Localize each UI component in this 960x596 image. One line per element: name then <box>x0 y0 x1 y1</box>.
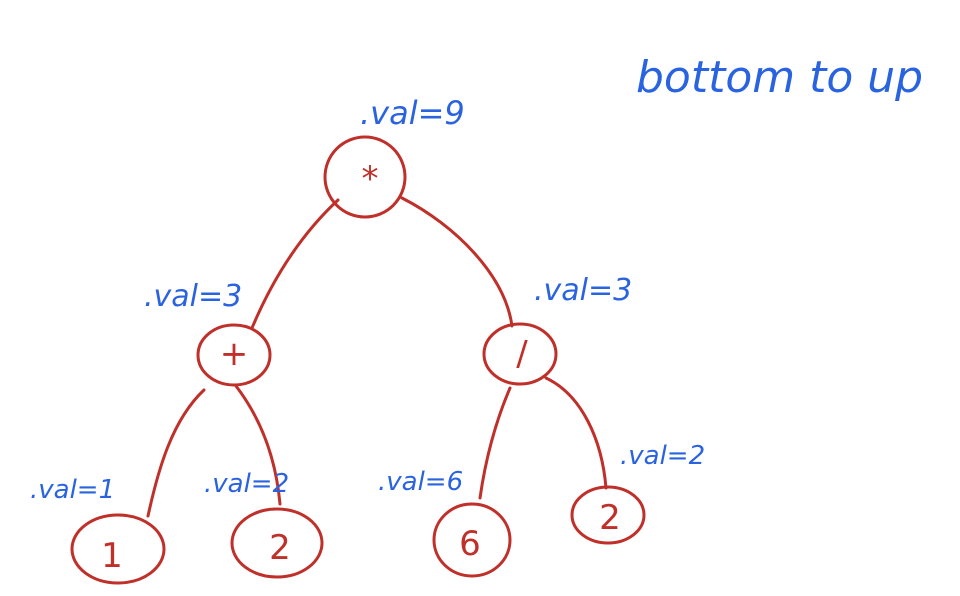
node-right-ring <box>482 322 558 386</box>
node-left-label: + <box>220 334 249 374</box>
node-leaf-3-label: 6 <box>459 524 481 564</box>
node-leaf-4: 2 <box>570 485 646 545</box>
node-leaf-1-ring <box>70 513 166 585</box>
node-left: + <box>196 323 272 387</box>
val-label-left: .val=3 <box>144 279 242 314</box>
node-leaf-2: 2 <box>230 507 324 579</box>
node-leaf-1: 1 <box>70 513 166 585</box>
node-leaf-4-label: 2 <box>599 498 621 538</box>
val-label-leaf-1: .val=1 <box>30 475 115 505</box>
node-right-label: / <box>516 334 528 374</box>
edge-left-leaf1 <box>146 388 206 518</box>
node-leaf-4-ring <box>570 485 646 545</box>
edge-root-left <box>250 198 340 330</box>
edge-right-leaf4 <box>544 376 608 490</box>
node-leaf-3-ring <box>432 502 512 578</box>
val-label-leaf-2: .val=2 <box>204 469 289 499</box>
edge-root-right <box>400 196 514 328</box>
tree-edges <box>146 196 608 518</box>
node-root-label: * <box>362 159 379 199</box>
node-leaf-2-label: 2 <box>269 528 291 568</box>
node-root: * <box>323 135 407 219</box>
node-leaf-2-ring <box>230 507 324 579</box>
edge-right-leaf3 <box>478 386 512 500</box>
val-label-right: .val=3 <box>534 273 632 308</box>
val-label-root: .val=9 <box>360 94 465 132</box>
val-label-leaf-3: .val=6 <box>378 467 463 497</box>
node-leaf-3: 6 <box>432 502 512 578</box>
node-root-ring <box>323 135 407 219</box>
node-right: / <box>482 322 558 386</box>
node-leaf-1-label: 1 <box>101 536 123 576</box>
node-left-ring <box>196 323 272 387</box>
bottom-to-up-note: bottom to up <box>636 52 923 103</box>
val-label-leaf-4: .val=2 <box>620 441 705 471</box>
edge-left-leaf2 <box>234 384 282 506</box>
